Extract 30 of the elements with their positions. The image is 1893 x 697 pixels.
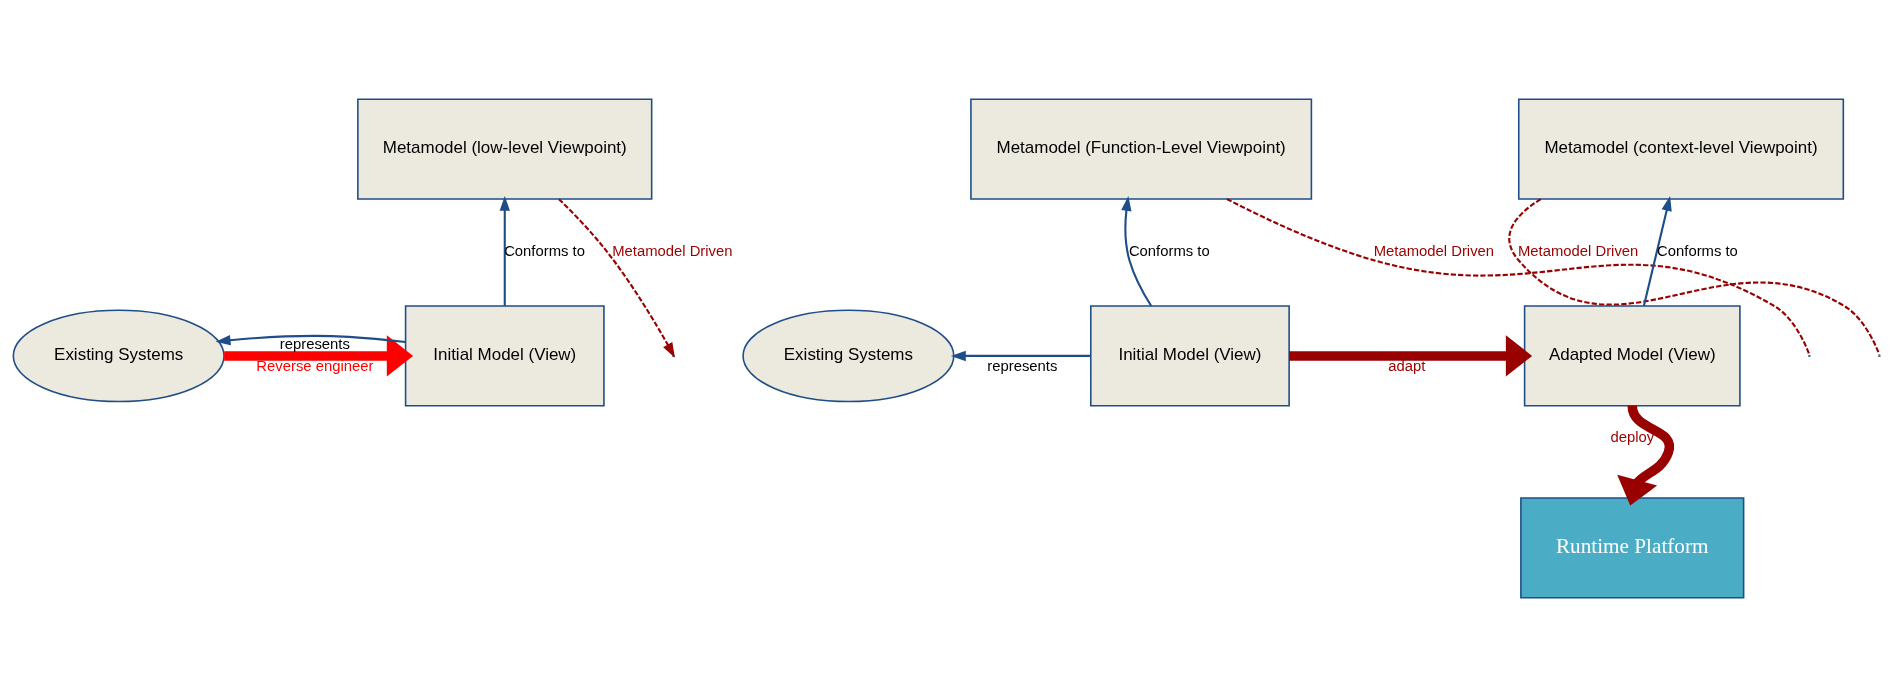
arrow — [950, 350, 1091, 362]
edge-label: Metamodel Driven — [1373, 243, 1495, 260]
node-ellipse: Existing Systems — [12, 309, 225, 403]
node-box: Metamodel (context-level Viewpoint) — [1517, 98, 1845, 200]
edge-label: represents — [279, 335, 350, 352]
arrow — [215, 334, 406, 346]
edge-label: Reverse engineer — [256, 357, 374, 374]
node-box: Initial Model (View) — [1090, 305, 1290, 407]
connector — [1226, 198, 1811, 356]
arrow — [224, 335, 414, 377]
edge-label: represents — [987, 357, 1058, 374]
connector — [1508, 198, 1881, 356]
edge-label: deploy — [1610, 428, 1655, 445]
arrow — [558, 198, 675, 358]
node-box: Metamodel (low-level Viewpoint) — [357, 98, 653, 200]
edge-label: Metamodel Driven — [1518, 243, 1639, 260]
edge-label: Conforms to — [1657, 243, 1738, 260]
arrow — [499, 195, 510, 306]
edge-label: Metamodel Driven — [612, 243, 733, 260]
node-box: Initial Model (View) — [404, 305, 605, 407]
arrow — [1617, 405, 1674, 506]
edge-label: Conforms to — [1128, 243, 1210, 260]
node-box: Adapted Model (View) — [1523, 305, 1741, 407]
arrow — [1289, 335, 1533, 377]
node-ellipse: Existing Systems — [742, 309, 955, 403]
edge-label: adapt — [1388, 357, 1426, 374]
node-box: Metamodel (Function-Level Viewpoint) — [970, 98, 1313, 200]
arrow — [1121, 196, 1153, 307]
arrow — [1642, 196, 1672, 307]
node-box: Runtime Platform — [1520, 497, 1745, 599]
